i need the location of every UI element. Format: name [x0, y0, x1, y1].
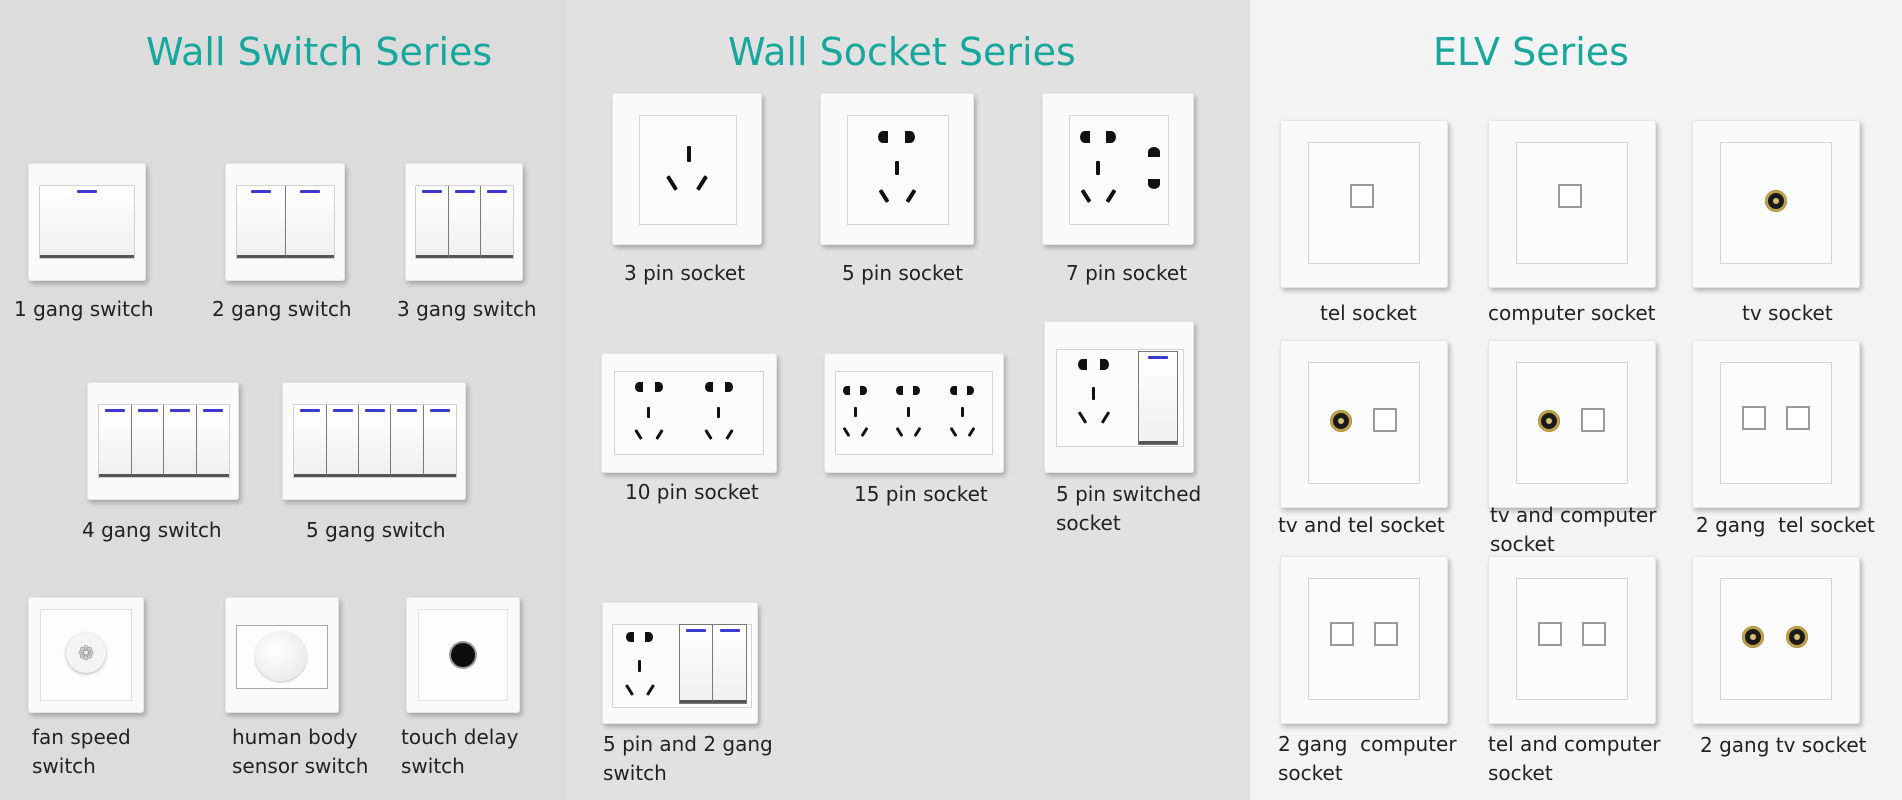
- human-body-sensor-switch-image: [225, 597, 339, 713]
- two-gang-switch-image: [225, 163, 345, 281]
- tel-socket-label: tel socket: [1320, 301, 1417, 325]
- wall-socket-panel: Wall Socket Series 3 pin socket 5 pin so…: [566, 0, 1250, 800]
- four-gang-switch-image: [87, 382, 239, 500]
- tv-and-tel-socket-label: tv and tel socket: [1278, 513, 1445, 537]
- seven-pin-socket-label: 7 pin socket: [1066, 261, 1188, 285]
- one-gang-switch-label: 1 gang switch: [14, 297, 154, 321]
- tv-and-computer-socket-image: [1488, 340, 1656, 508]
- touch-delay-switch-image: [406, 597, 520, 713]
- wall-switch-title: Wall Switch Series: [146, 30, 493, 74]
- touch-button-icon: [451, 643, 475, 667]
- tel-and-computer-socket-image: [1488, 556, 1656, 724]
- ten-pin-socket-label: 10 pin socket: [625, 480, 759, 504]
- three-gang-switch-label: 3 gang switch: [397, 297, 537, 321]
- tv-socket-label: tv socket: [1742, 301, 1833, 325]
- fifteen-pin-socket-image: [824, 353, 1004, 473]
- tel-socket-image: [1280, 120, 1448, 288]
- two-gang-tel-socket-image: [1692, 340, 1860, 508]
- two-gang-computer-socket-image: [1280, 556, 1448, 724]
- elv-title: ELV Series: [1433, 30, 1629, 74]
- one-gang-switch-image: [28, 163, 146, 281]
- two-gang-tel-socket-label: 2 gang tel socket: [1696, 513, 1875, 537]
- computer-socket-image: [1488, 120, 1656, 288]
- wall-switch-panel: Wall Switch Series 1 gang switch 2 gang …: [0, 0, 566, 800]
- five-pin-socket-image: [820, 93, 974, 245]
- four-gang-switch-label: 4 gang switch: [82, 518, 222, 542]
- two-gang-switch-label: 2 gang switch: [212, 297, 352, 321]
- five-pin-switched-socket-label: 5 pin switched socket: [1056, 482, 1202, 535]
- motion-sensor-icon: [255, 631, 307, 681]
- ten-pin-socket-image: [601, 353, 777, 473]
- fan-icon: ❁: [66, 633, 106, 673]
- three-pin-socket-image: [612, 93, 762, 245]
- two-gang-tv-socket-image: [1692, 556, 1860, 724]
- five-pin-socket-label: 5 pin socket: [842, 261, 964, 285]
- seven-pin-socket-image: [1042, 93, 1194, 245]
- five-pin-switched-socket-image: [1044, 321, 1194, 473]
- three-gang-switch-image: [405, 163, 523, 281]
- fifteen-pin-socket-label: 15 pin socket: [854, 482, 988, 506]
- wall-socket-title: Wall Socket Series: [728, 30, 1076, 74]
- two-gang-tv-socket-label: 2 gang tv socket: [1700, 733, 1867, 757]
- five-gang-switch-label: 5 gang switch: [306, 518, 446, 542]
- five-pin-two-gang-switch-image: [602, 602, 758, 724]
- fan-speed-switch-image: ❁: [28, 597, 144, 713]
- tv-socket-image: [1692, 120, 1860, 288]
- computer-socket-label: computer socket: [1488, 301, 1656, 325]
- five-gang-switch-image: [282, 382, 466, 500]
- elv-panel: ELV Series tel socket computer socket tv…: [1250, 0, 1902, 800]
- tv-and-tel-socket-image: [1280, 340, 1448, 508]
- three-pin-socket-label: 3 pin socket: [624, 261, 746, 285]
